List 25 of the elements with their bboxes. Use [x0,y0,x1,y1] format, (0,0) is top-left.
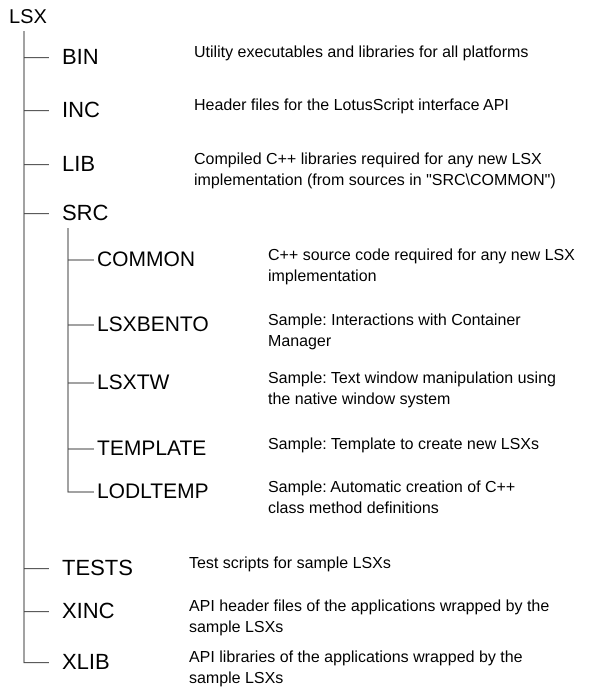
folder-name: XLIB [62,649,111,676]
folder-name: BIN [62,44,100,70]
folder-description: Compiled C++ libraries required for any new LSX implementation (from sources in "SRC\COMMON") [194,150,557,191]
folder-name: INC [62,97,101,124]
folder-name: LSXTW [97,370,170,396]
folder-name: LODLTEMP [97,479,210,504]
folder-name: LIB [62,151,96,178]
tree-connector [68,228,94,493]
folder-description: Sample: Text window manipulation using the native window system [268,369,557,410]
folder-description: Header files for the LotusScript interface API [194,96,510,116]
folder-description: API header files of the applications wrapped by the sample LSXs [189,597,550,638]
folder-description: Test scripts for sample LSXs [189,554,392,574]
folder-name: LSXBENTO [97,312,210,338]
folder-description: API libraries of the applications wrapped by the sample LSXs [189,648,524,689]
folder-description: Utility executables and libraries for all platforms [194,43,530,63]
folder-description: C++ source code required for any new LSX implementation [268,246,576,287]
folder-name: TEMPLATE [97,436,208,462]
folder-description: Sample: Template to create new LSXs [268,435,540,455]
folder-name: SRC [62,200,110,226]
folder-name: LSX [9,5,47,29]
folder-description: Sample: Automatic creation of C++ class method definitions [268,478,516,519]
folder-name: TESTS [62,555,134,582]
folder-name: XINC [62,598,116,624]
folder-description: Sample: Interactions with Container Manager [268,311,522,352]
folder-name: COMMON [97,247,196,272]
